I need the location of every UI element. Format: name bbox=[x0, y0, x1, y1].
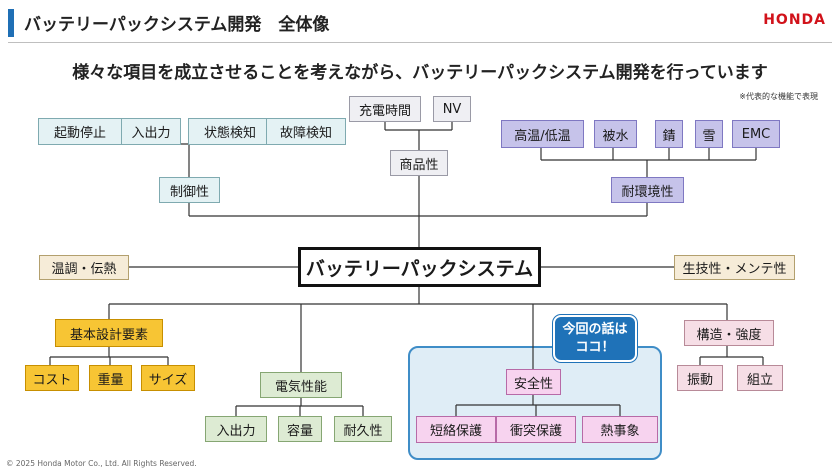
node-rust: 錆 bbox=[655, 120, 683, 148]
header-divider bbox=[8, 42, 832, 43]
title-accent-bar bbox=[8, 9, 14, 37]
node-charging-time: 充電時間 bbox=[349, 96, 421, 122]
copyright-footer: © 2025 Honda Motor Co., Ltd. All Rights … bbox=[6, 459, 197, 468]
node-emc: EMC bbox=[732, 120, 780, 148]
node-production-maintenance: 生技性・メンテ性 bbox=[674, 255, 795, 280]
node-collision-protection: 衝突保護 bbox=[496, 416, 576, 443]
node-input-output: 入出力 bbox=[121, 118, 181, 145]
node-thermal-event: 熱事象 bbox=[582, 416, 658, 443]
footnote-representative: ※代表的な機能で表現 bbox=[739, 92, 818, 101]
node-controllability: 制御性 bbox=[159, 177, 220, 203]
node-nv: NV bbox=[433, 96, 471, 122]
node-start-stop: 起動停止 bbox=[38, 118, 122, 145]
node-elec-input-output: 入出力 bbox=[205, 416, 267, 442]
focus-callout-line2: ココ！ bbox=[575, 339, 615, 355]
node-fault-detection: 故障検知 bbox=[266, 118, 346, 145]
node-basic-design-elements: 基本設計要素 bbox=[55, 319, 163, 347]
node-cost: コスト bbox=[25, 365, 79, 391]
node-assembly: 組立 bbox=[737, 365, 783, 391]
node-marketability: 商品性 bbox=[390, 150, 448, 176]
node-size: サイズ bbox=[141, 365, 195, 391]
node-battery-pack-system: バッテリーパックシステム bbox=[298, 247, 541, 287]
node-durability: 耐久性 bbox=[334, 416, 392, 442]
node-thermal-management: 温調・伝熱 bbox=[39, 255, 129, 280]
focus-callout-line1: 今回の話は bbox=[562, 321, 628, 337]
node-snow: 雪 bbox=[695, 120, 723, 148]
focus-callout: 今回の話は ココ！ bbox=[553, 315, 637, 362]
node-environmental-resistance: 耐環境性 bbox=[611, 177, 684, 203]
node-vibration: 振動 bbox=[677, 365, 723, 391]
node-short-circuit-protection: 短絡保護 bbox=[416, 416, 496, 443]
node-safety: 安全性 bbox=[506, 369, 561, 395]
node-water-exposure: 被水 bbox=[594, 120, 637, 148]
node-weight: 重量 bbox=[89, 365, 132, 391]
page-title: バッテリーパックシステム開発 全体像 bbox=[24, 15, 330, 35]
node-state-detection: 状態検知 bbox=[188, 118, 272, 145]
node-capacity: 容量 bbox=[278, 416, 322, 442]
node-structure-strength: 構造・強度 bbox=[684, 320, 774, 346]
honda-logo: HONDA bbox=[763, 12, 826, 28]
node-electrical-performance: 電気性能 bbox=[260, 372, 342, 398]
slide-subtitle: 様々な項目を成立させることを考えながら、バッテリーパックシステム開発を行っていま… bbox=[72, 63, 768, 83]
node-high-low-temp: 高温/低温 bbox=[501, 120, 584, 148]
